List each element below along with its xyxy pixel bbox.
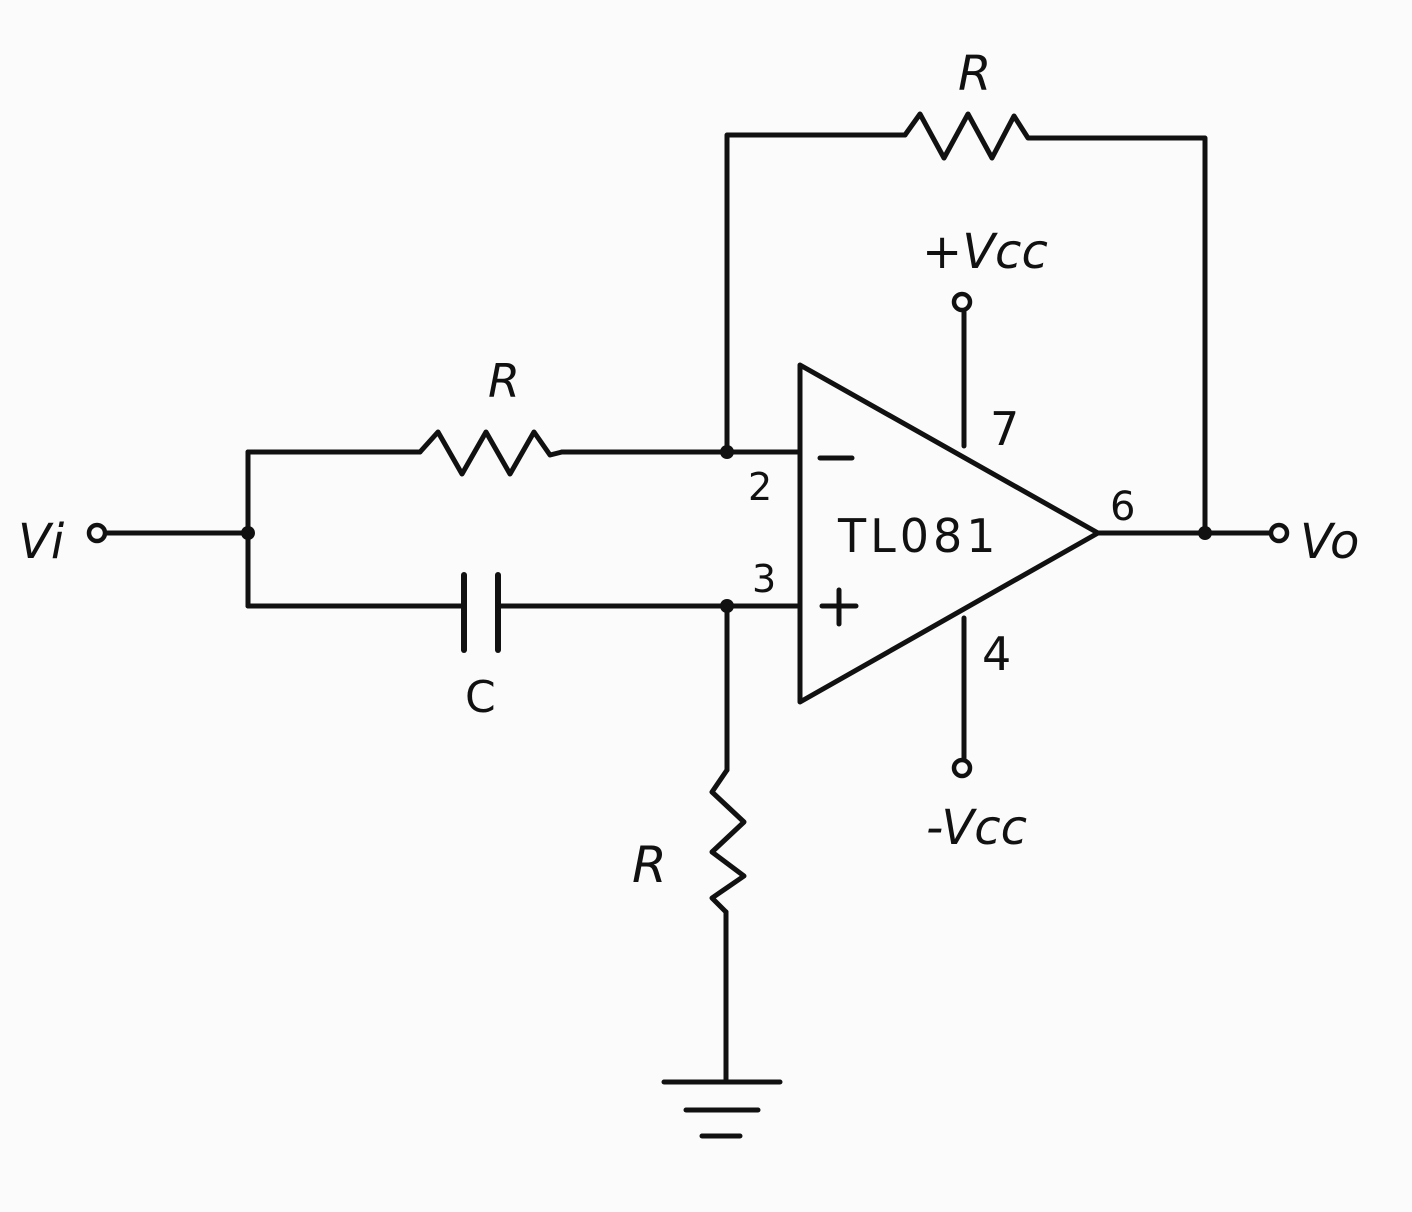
junction-noninverting [720, 599, 734, 613]
supply-positive-label: +Vcc [922, 224, 1048, 280]
pin-vplus-label: 7 [990, 402, 1019, 456]
opamp-triangle [797, 362, 1101, 705]
resistor-feedback-label: R [958, 46, 991, 102]
pin-output-label: 6 [1110, 484, 1135, 530]
pin-noninverting-label: 3 [752, 557, 776, 601]
output-terminal[interactable] [1268, 522, 1290, 544]
capacitor-label: C [465, 672, 496, 723]
junction-output [1198, 526, 1212, 540]
resistor-input-label: R [488, 354, 520, 408]
wire-feedback-right [1037, 135, 1208, 536]
input-terminal[interactable] [86, 522, 108, 544]
opamp-label: TL081 [837, 509, 1000, 563]
ground-symbol [661, 1079, 783, 1139]
resistor-ground-label: R [632, 836, 667, 894]
resistor-ground [709, 767, 747, 915]
pin-inverting-label: 2 [748, 465, 772, 509]
vminus-terminal[interactable] [951, 757, 973, 779]
wire-feedback-left [724, 132, 908, 455]
output-label: Vo [1300, 514, 1359, 570]
supply-negative-label: -Vcc [926, 800, 1027, 856]
vplus-terminal[interactable] [951, 291, 973, 313]
junction-input [241, 526, 255, 540]
noninverting-sign [819, 587, 859, 627]
resistor-input [417, 429, 565, 477]
resistor-feedback [902, 111, 1043, 161]
input-label: Vi [18, 514, 65, 570]
junction-inverting [720, 445, 734, 459]
pin-vminus-label: 4 [982, 627, 1011, 681]
